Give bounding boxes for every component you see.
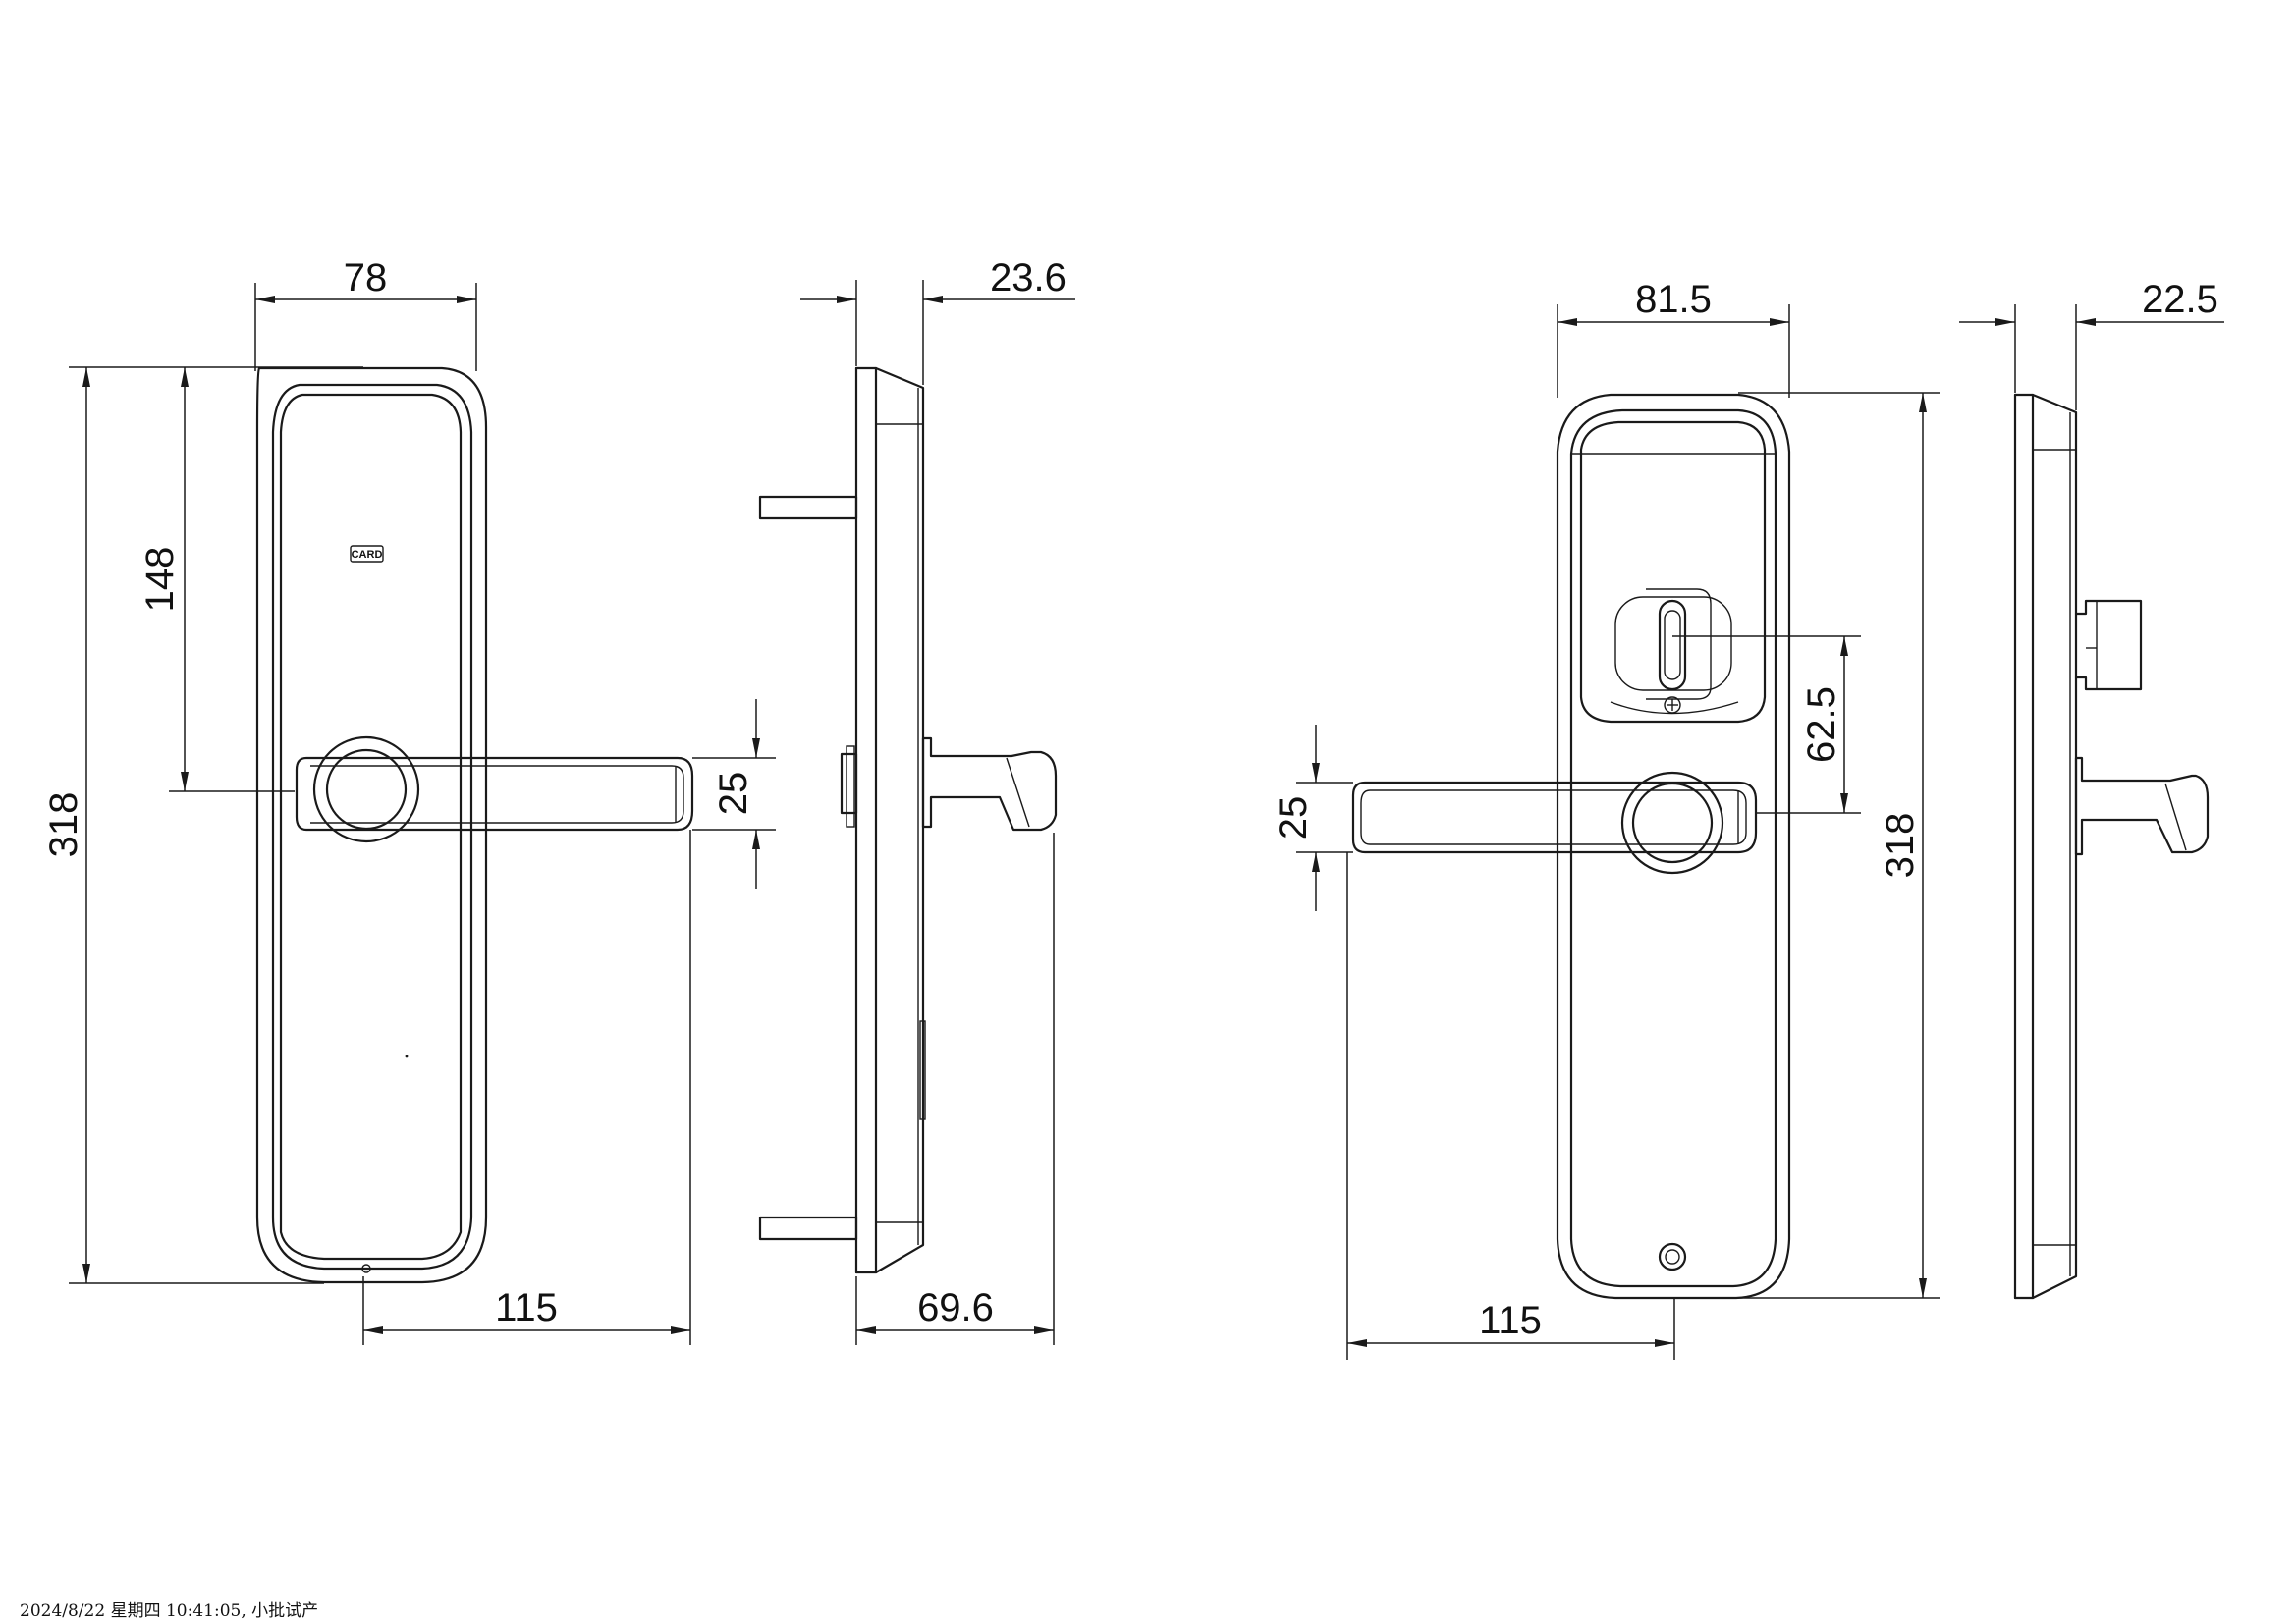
side-view-left [758,366,1058,1274]
mounting-post-bottom [758,1216,858,1241]
lever-side-profile-right [2074,756,2210,856]
rosette-outer-right [1620,771,1724,875]
lever-handle [295,756,694,832]
plate-inner-right [1569,408,1777,1288]
dim-width-right: 81.5 [1635,278,1712,321]
mark-dot [405,1055,409,1058]
rosette-inner-right [1631,782,1714,864]
dim-handle-thickness-right: 25 [1272,796,1315,840]
mounting-post-top [758,495,858,520]
dim-height-right: 318 [1879,813,1922,879]
thumb-turn-side [2074,599,2143,691]
dim-depth-handle-left: 69.6 [917,1286,994,1329]
dim-width-left: 78 [344,256,388,299]
outer-plate-outline [255,366,488,1284]
dim-handle-to-cylinder-right: 62.5 [1800,686,1843,763]
footer-timestamp: 2024/8/22 星期四 10:41:05, 小批试产 [20,1601,319,1621]
lever-handle-edge [310,765,684,824]
dim-handle-length-left: 115 [495,1286,558,1329]
side-left-dimensions: 23.6 69.6 [800,256,1075,1345]
dim-handle-thickness-left: 25 [712,772,755,816]
side-right-dimensions: 22.5 [1959,278,2224,410]
front-view-left: CARD [255,366,694,1284]
dim-handle-height-left: 148 [138,547,182,613]
card-reader-icon [350,545,384,563]
front-left-dimensions: 78 318 148 25 115 [42,256,776,1345]
indicator-led-icon [361,1264,371,1273]
dim-height-left: 318 [42,792,85,858]
thumb-turn-knob [1658,599,1687,691]
dim-depth-left: 23.6 [990,256,1066,299]
rosette-inner [325,748,408,831]
dim-depth-right: 22.5 [2142,278,2218,321]
lever-side-profile [921,736,1058,832]
rosette-outer [312,735,420,843]
plate-bevel-outline [271,383,473,1271]
card-label: CARD [352,549,383,561]
keyhole-icon [1658,1242,1687,1271]
spindle-block [840,752,858,815]
plate-inner-panel [279,393,463,1261]
lever-handle-right [1351,781,1758,854]
front-right-dimensions: 81.5 318 62.5 25 115 [1272,278,1940,1360]
top-panel-right [1579,420,1767,724]
dim-handle-length-right: 115 [1479,1299,1542,1342]
side-view-right [2013,393,2210,1300]
screw-icon [1664,696,1681,714]
outer-plate-outline-right [1556,393,1791,1300]
front-view-right [1351,393,1791,1300]
